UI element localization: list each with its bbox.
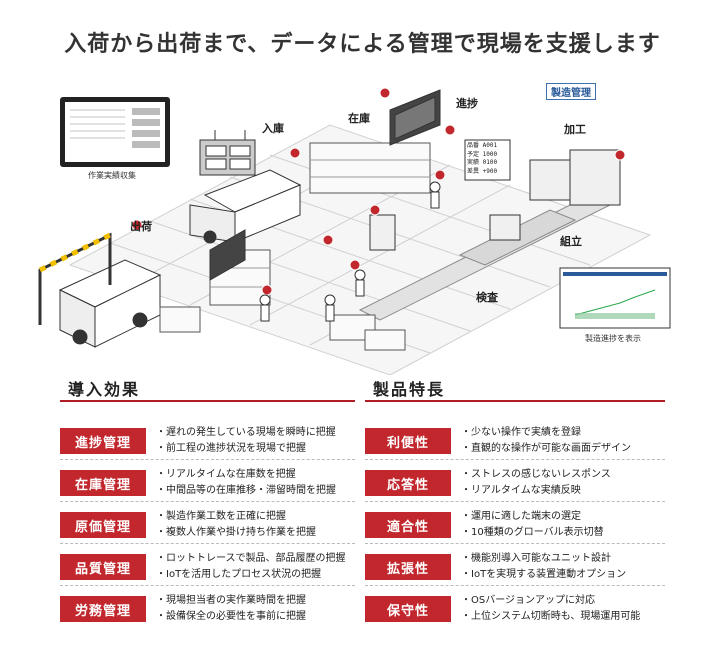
separator xyxy=(365,459,665,460)
effects-divider xyxy=(60,400,355,402)
feature-desc: ストレスの感じないレスポンスリアルタイムな実績反映 xyxy=(461,467,611,499)
hanging-display-warehouse xyxy=(199,130,256,176)
feature-item: 適合性 運用に適した端末の選定10種類のグローバル表示切替 xyxy=(365,509,604,541)
effects-heading: 導入効果 xyxy=(68,380,141,399)
inbound-truck xyxy=(189,169,302,244)
feature-desc: 機能別導入可能なユニット設計IoTを実現する装置連動オプション xyxy=(461,551,626,583)
separator xyxy=(60,585,355,586)
separator xyxy=(60,459,355,460)
effect-desc: ロットトレースで製品、部品履歴の把握IoTを活用したプロセス状況の把握 xyxy=(156,551,346,583)
feature-desc: 少ない操作で実績を登録直観的な操作が可能な画面デザイン xyxy=(461,425,631,457)
separator xyxy=(365,543,665,544)
effect-item: 進捗管理 遅れの発生している現場を瞬時に把握前工程の進捗状況を現場で把握 xyxy=(60,425,336,457)
effect-desc: リアルタイムな在庫数を把握中間品等の在庫推移・滞留時間を把握 xyxy=(156,467,336,499)
effect-item: 原価管理 製造作業工数を正確に把握複数人作業や掛け持ち作業を把握 xyxy=(60,509,316,541)
production-panel-values: 品番 A001 予定 1000 実績 0100 差異 +900 xyxy=(467,142,498,175)
effect-badge: 原価管理 xyxy=(60,512,146,538)
factory-illustration: 入庫 在庫 進捗 製造管理 加工 出荷 組立 検査 作業実績収集 製造進捗を表示… xyxy=(30,75,695,376)
features-divider xyxy=(365,400,665,402)
production-panel xyxy=(464,139,511,181)
label-nyuko: 入庫 xyxy=(262,122,284,135)
feature-desc: 運用に適した端末の選定10種類のグローバル表示切替 xyxy=(461,509,604,541)
effect-item: 在庫管理 リアルタイムな在庫数を把握中間品等の在庫推移・滞留時間を把握 xyxy=(60,467,336,499)
effect-badge: 労務管理 xyxy=(60,596,146,622)
terminal-device xyxy=(60,97,170,167)
label-zaiko: 在庫 xyxy=(348,112,370,125)
feature-badge: 拡張性 xyxy=(365,554,451,580)
effect-badge: 在庫管理 xyxy=(60,470,146,496)
separator xyxy=(365,585,665,586)
label-seizo-kanri: 製造管理 xyxy=(546,83,596,100)
label-kako: 加工 xyxy=(564,123,586,136)
label-shukka: 出荷 xyxy=(130,220,152,233)
feature-badge: 利便性 xyxy=(365,428,451,454)
separator xyxy=(60,501,355,502)
effect-desc: 製造作業工数を正確に把握複数人作業や掛け持ち作業を把握 xyxy=(156,509,316,541)
feature-desc: OSバージョンアップに対応上位システム切断時も、現場運用可能 xyxy=(461,593,640,625)
hanging-display-progress xyxy=(389,89,441,146)
effect-badge: 品質管理 xyxy=(60,554,146,580)
feature-item: 利便性 少ない操作で実績を登録直観的な操作が可能な画面デザイン xyxy=(365,425,631,457)
separator xyxy=(365,501,665,502)
factory-floor-drawing xyxy=(38,87,671,376)
effect-desc: 現場担当者の実作業時間を把握設備保全の必要性を事前に把握 xyxy=(156,593,306,625)
feature-badge: 適合性 xyxy=(365,512,451,538)
label-kumitate: 組立 xyxy=(560,235,582,248)
effect-item: 品質管理 ロットトレースで製品、部品履歴の把握IoTを活用したプロセス状況の把握 xyxy=(60,551,346,583)
caption-monitor: 製造進捗を表示 xyxy=(585,334,641,343)
label-shinchoku: 進捗 xyxy=(456,97,478,110)
effect-item: 労務管理 現場担当者の実作業時間を把握設備保全の必要性を事前に把握 xyxy=(60,593,306,625)
feature-item: 保守性 OSバージョンアップに対応上位システム切断時も、現場運用可能 xyxy=(365,593,640,625)
feature-item: 応答性 ストレスの感じないレスポンスリアルタイムな実績反映 xyxy=(365,467,611,499)
separator xyxy=(60,543,355,544)
feature-badge: 保守性 xyxy=(365,596,451,622)
page-title: 入荷から出荷まで、データによる管理で現場を支援します xyxy=(64,32,661,57)
feature-item: 拡張性 機能別導入可能なユニット設計IoTを実現する装置連動オプション xyxy=(365,551,626,583)
features-heading: 製品特長 xyxy=(373,380,446,399)
progress-monitor xyxy=(559,267,671,329)
feature-badge: 応答性 xyxy=(365,470,451,496)
effect-desc: 遅れの発生している現場を瞬時に把握前工程の進捗状況を現場で把握 xyxy=(156,425,336,457)
label-kensa: 検査 xyxy=(476,291,498,304)
hanging-display-shipping xyxy=(209,229,246,281)
caption-terminal: 作業実績収集 xyxy=(88,171,136,180)
effect-badge: 進捗管理 xyxy=(60,428,146,454)
